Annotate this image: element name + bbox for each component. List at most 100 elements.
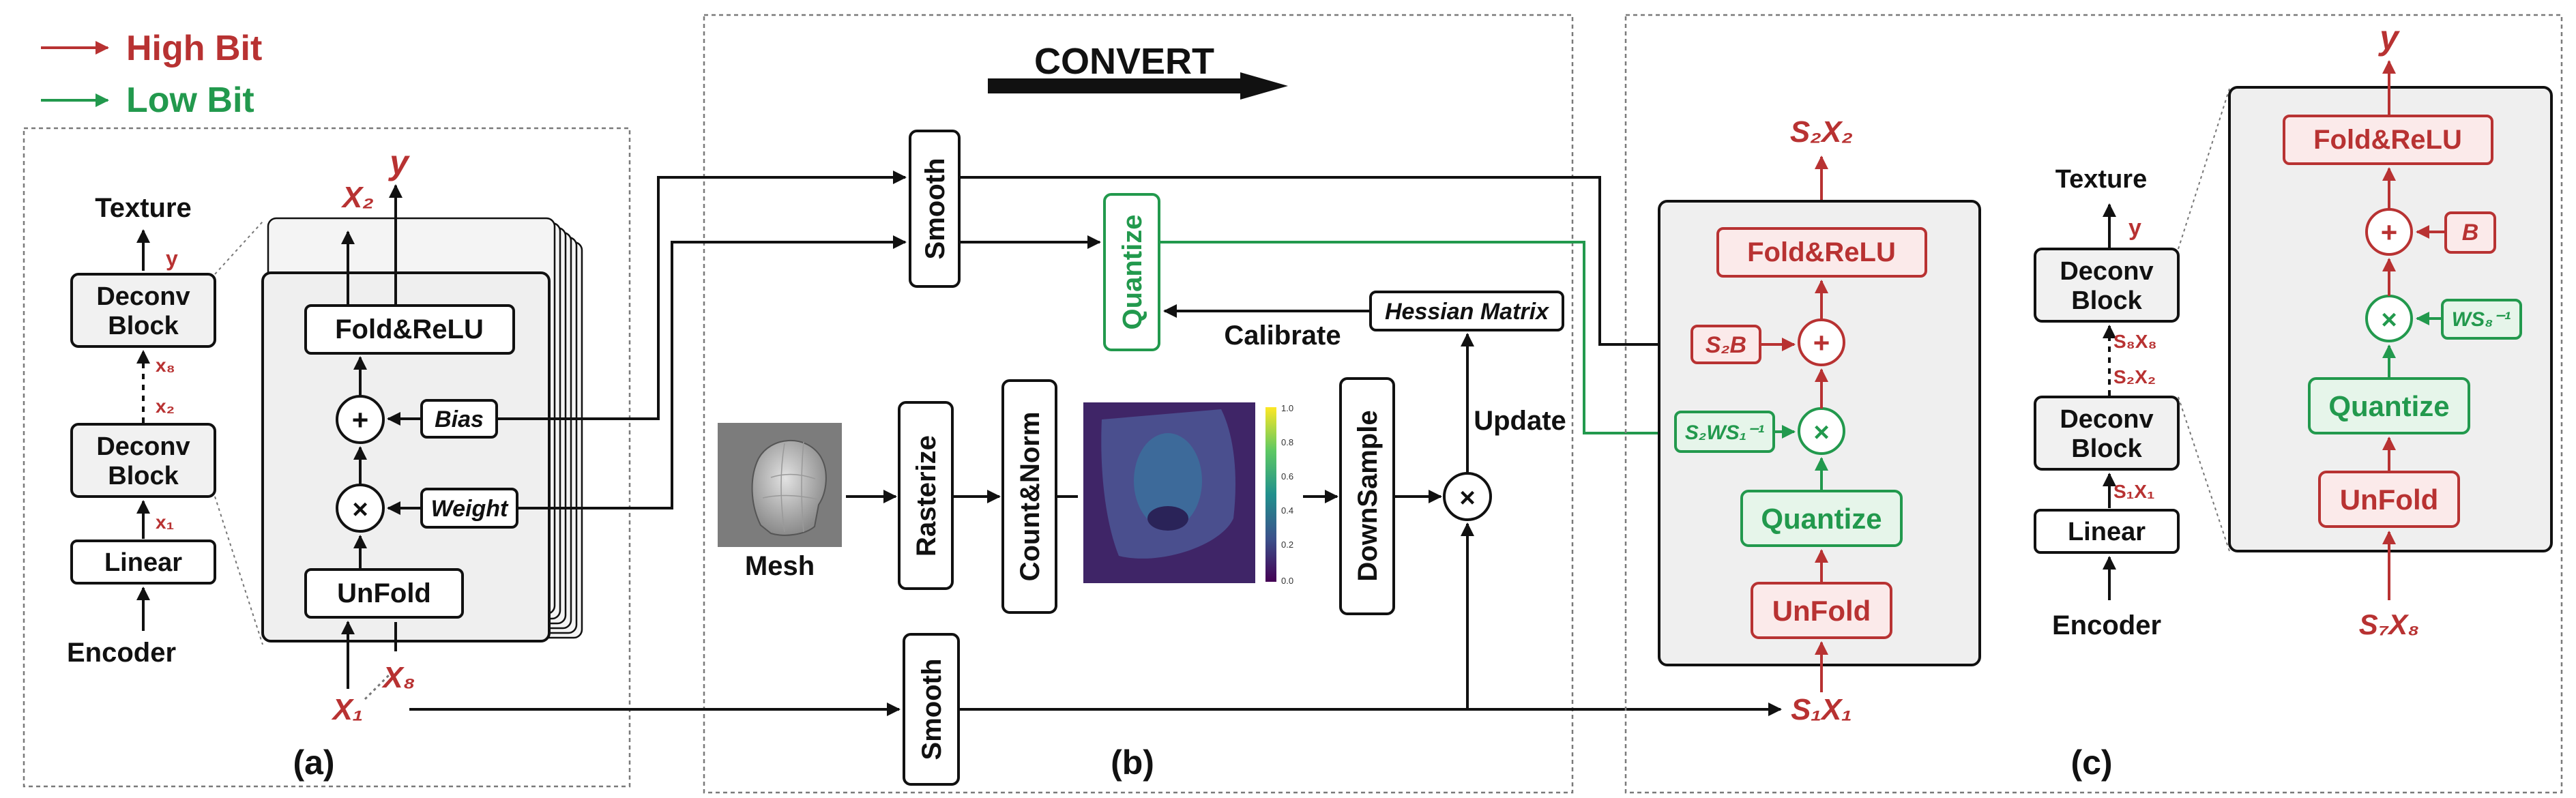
panel-c-frame [1624,14,2563,794]
c-texture-label: Texture [2055,165,2147,194]
panel-b-caption: (b) [1111,743,1154,782]
c-zoom-line-bottom [2178,396,2230,552]
s2ws-label: S₂WS₁⁻¹ [1685,422,1764,444]
linear-label: Linear [104,548,182,577]
zoom-y-label: y [2377,18,2400,57]
zoom-ws-label: WS₈⁻¹ [2452,308,2511,331]
c-linear-box [2034,509,2180,554]
x2-small-label: x₂ [156,396,175,417]
colorbar-tick-1: 1.0 [1281,403,1293,413]
smooth-box-top [909,130,961,288]
panel-b: CONVERT Smooth Quantize Hessian Matrix C… [703,14,1574,794]
deconv-block-top [70,273,216,348]
rasterize-label: Rasterize [911,435,941,557]
convert-arrow [988,72,1288,100]
texture-label: Texture [95,193,192,223]
arrow-quantize-to-s2ws [1159,241,1674,440]
c-y-label: y [2128,215,2141,241]
c-s1x1-label: S₁X₁ [2113,481,2155,502]
zoom-fold-relu-label: Fold&ReLU [2313,125,2462,155]
x1-small-label: x₁ [156,512,174,533]
c-deconv-block-top-line2: Block [2071,286,2142,315]
calibrate-label: Calibrate [1224,321,1341,351]
out-x2-label: X₂ [340,181,374,214]
arrow-smooth-to-s2b [959,176,1690,351]
c-s2x2-label: S₂X₂ [2113,366,2156,387]
in-x1-label: X₁ [331,693,364,726]
unfold-label: UnFold [337,578,431,608]
zoom-unfold-label: UnFold [2340,484,2439,516]
c-deconv-block-bottom [2034,396,2180,471]
quantize-label: Quantize [1117,215,1147,330]
panel-b-multiply-symbol: × [1459,483,1475,513]
c-unfold-label: UnFold [1772,595,1871,627]
linear-box [70,540,216,585]
c-linear-label: Linear [2068,518,2146,546]
panel-c: S₂X₂ Fold&ReLU + × S₂B S₂WS₁⁻¹ Quantize … [1624,14,2563,794]
in-x8-label: X₈ [381,661,415,694]
add-symbol: + [352,404,369,436]
unfold-box [304,568,464,619]
c-deconv-block-top [2034,248,2180,323]
fold-relu-box [304,304,515,355]
heatmap-mouth [1147,506,1188,531]
count-norm-label: Count&Norm [1015,412,1045,582]
out-s2x2-label: S₂X₂ [1790,115,1853,149]
zoom-b-label: B [2462,220,2479,246]
multiply-symbol: × [352,494,368,524]
colorbar-tick-3: 0.6 [1281,471,1293,482]
update-label: Update [1474,406,1566,436]
convert-label: CONVERT [1034,41,1214,82]
y-small-label: y [166,246,178,271]
deconv-block-bottom-line1: Deconv [96,432,190,461]
colorbar-tick-4: 0.4 [1281,505,1293,516]
zoom-add-symbol: + [2381,216,2398,248]
panel-a-caption: (a) [293,743,334,782]
s2b-label: S₂B [1706,332,1746,358]
quantize-box [1103,193,1160,351]
c-multiply-symbol: × [1813,417,1829,447]
colorbar-tick-5: 0.2 [1281,540,1293,550]
colorbar-tick-2: 0.8 [1281,437,1293,447]
c-s8x8-label: S₈X₈ [2113,331,2157,352]
hessian-matrix-label: Hessian Matrix [1385,299,1550,325]
legend-high-bit: High Bit [126,29,262,68]
colorbar [1265,407,1276,582]
in-s1x1-label: S₁X₁ [1791,693,1852,726]
c-deconv-block-bottom-line1: Deconv [2060,405,2153,434]
downsample-label: DownSample [1353,410,1383,581]
deconv-block-top-line2: Block [108,312,179,340]
zoom-line-top [214,221,263,275]
colorbar-tick-6: 0.0 [1281,576,1293,586]
zoom-line-bottom [214,496,263,645]
legend-low-bit: Low Bit [126,80,254,120]
deconv-block-detail [261,271,551,642]
weight-label: Weight [431,496,509,522]
out-y-label: y [387,143,410,181]
c-quantize-label: Quantize [1761,503,1882,535]
zoom-fold-relu-box [2283,115,2493,165]
c-deconv-block-top-line1: Deconv [2060,257,2153,286]
c-fold-relu-box [1716,227,1927,278]
deconv-block-top-line1: Deconv [96,282,190,311]
c-add-symbol: + [1813,327,1830,359]
panel-c-caption: (c) [2070,743,2112,782]
panel-a: Texture y Deconv Block x₈ x₂ Deconv Bloc… [23,127,631,788]
deconv-block-bottom-line2: Block [108,462,179,490]
bias-label: Bias [435,407,484,432]
smooth-label-top: Smooth [920,158,950,260]
heatmap-face-center [1134,433,1202,529]
c-deconv-block-bottom-line2: Block [2071,434,2142,463]
legend: High Bit Low Bit [41,29,262,120]
c-fold-relu-label: Fold&ReLU [1747,237,1896,267]
encoder-label: Encoder [67,638,176,668]
panel-b-frame [703,14,1574,794]
smooth-label-bottom: Smooth [917,659,947,760]
mesh-head-shape [751,440,827,536]
mesh-wireframe [762,441,818,533]
fold-relu-label: Fold&ReLU [335,314,484,344]
colorbar-ticks: 1.0 0.8 0.6 0.4 0.2 0.0 [1281,403,1293,586]
c-zoom-line-top [2178,88,2230,250]
arrow-bias-to-smooth [497,171,907,420]
